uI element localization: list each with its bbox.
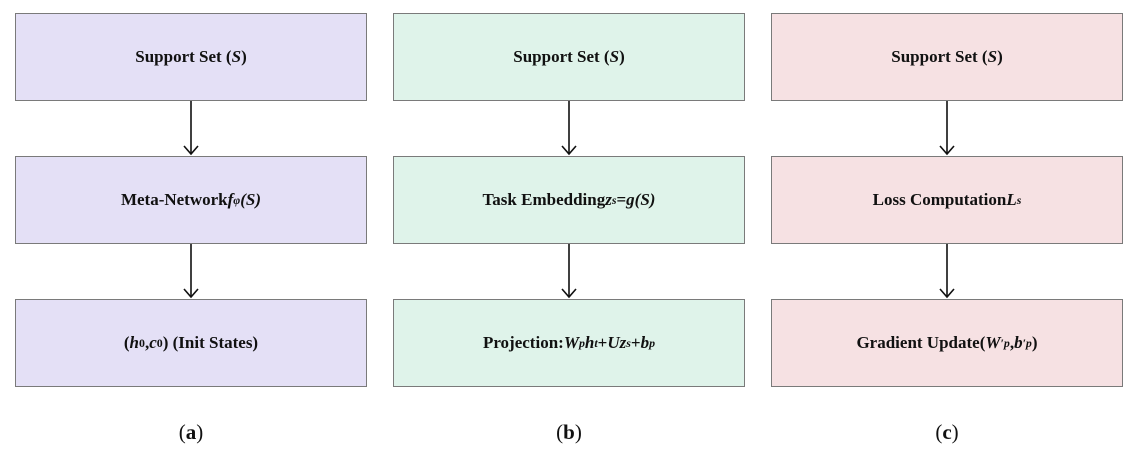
box-c-gradient-update-W: W bbox=[985, 333, 1001, 352]
box-b-support-set-text: Support Set ( bbox=[513, 47, 610, 66]
box-c-gradient-update-W-sub: p bbox=[1003, 335, 1010, 350]
box-c-support-set: Support Set (S) bbox=[771, 13, 1123, 101]
box-c-gradient-update-sep: , bbox=[1009, 333, 1015, 352]
box-b-task-embedding-eq: = bbox=[616, 190, 627, 209]
box-c-support-set-text: Support Set ( bbox=[891, 47, 988, 66]
caption-c: (c) bbox=[935, 420, 959, 444]
box-b-projection-h-sub: t bbox=[594, 335, 598, 350]
box-b-projection-h: h bbox=[584, 333, 595, 352]
box-a-init-sep: , bbox=[144, 333, 150, 352]
arrow-c1 bbox=[939, 101, 955, 156]
box-b-projection-b-sub: p bbox=[649, 335, 656, 350]
box-c-gradient-update: Gradient Update (W′p, b′p) bbox=[771, 299, 1123, 387]
box-b-support-set-symbol: S bbox=[609, 47, 620, 66]
box-c-gradient-update-open: ( bbox=[979, 333, 986, 352]
arrow-c2 bbox=[939, 244, 955, 299]
box-b-projection-W: W bbox=[563, 333, 579, 352]
box-c-gradient-update-b: b bbox=[1014, 333, 1023, 352]
caption-b-letter: b bbox=[563, 420, 575, 444]
box-c-gradient-update-b-sub: p bbox=[1025, 335, 1032, 350]
caption-a: (a) bbox=[178, 420, 204, 444]
arrow-b2 bbox=[561, 244, 577, 299]
box-c-gradient-update-b-prime: ′ bbox=[1022, 335, 1026, 350]
box-b-task-embedding-z: z bbox=[605, 190, 612, 209]
box-a-meta-network-f: f bbox=[227, 190, 234, 209]
box-b-projection-W-sub: p bbox=[578, 335, 585, 350]
box-a-support-set-close: ) bbox=[241, 47, 247, 66]
caption-b: (b) bbox=[556, 420, 582, 444]
box-b-task-embedding-z-sub: s bbox=[611, 192, 617, 207]
box-a-init-post: ) (Init States) bbox=[162, 333, 259, 352]
box-a-meta-network-text: Meta-Network bbox=[120, 190, 228, 209]
box-a-meta-network-arg: (S) bbox=[240, 190, 262, 209]
box-c-support-set-symbol: S bbox=[987, 47, 998, 66]
box-c-gradient-update-close: ) bbox=[1031, 333, 1038, 352]
box-c-gradient-update-W-prime: ′ bbox=[1000, 335, 1004, 350]
box-c-loss-computation-text: Loss Computation bbox=[872, 190, 1007, 209]
box-b-projection-text: Projection: bbox=[482, 333, 564, 352]
box-a-init-h: h bbox=[129, 333, 140, 352]
box-b-projection-U: U bbox=[607, 333, 620, 352]
box-a-support-set: Support Set (S) bbox=[15, 13, 367, 101]
box-b-projection-b: b bbox=[640, 333, 650, 352]
arrow-b1 bbox=[561, 101, 577, 156]
arrow-a2 bbox=[183, 244, 199, 299]
box-b-task-embedding-g: g bbox=[626, 190, 635, 209]
box-b-projection-plus1: + bbox=[597, 333, 608, 352]
caption-a-letter: a bbox=[185, 420, 197, 444]
box-b-support-set-close: ) bbox=[619, 47, 625, 66]
box-c-loss-computation-L-sub: s bbox=[1016, 192, 1022, 207]
box-a-support-set-text: Support Set ( bbox=[135, 47, 232, 66]
box-c-gradient-update-text: Gradient Update bbox=[856, 333, 980, 352]
box-a-init-h-sub: 0 bbox=[139, 335, 145, 350]
arrow-a1 bbox=[183, 101, 199, 156]
box-a-init-c: c bbox=[149, 333, 157, 352]
box-c-loss-computation-L: L bbox=[1006, 190, 1017, 209]
box-b-projection-z: z bbox=[619, 333, 627, 352]
box-c-support-set-close: ) bbox=[997, 47, 1003, 66]
box-a-init-open: ( bbox=[123, 333, 130, 352]
box-a-meta-network-phi: φ bbox=[233, 192, 241, 207]
box-b-task-embedding-arg: (S) bbox=[634, 190, 656, 209]
box-b-task-embedding-text: Task Embedding bbox=[482, 190, 606, 209]
box-b-projection-z-sub: s bbox=[626, 335, 631, 350]
box-a-init-c-sub: 0 bbox=[156, 335, 163, 350]
caption-c-letter: c bbox=[942, 420, 952, 444]
box-a-support-set-symbol: S bbox=[231, 47, 242, 66]
box-b-support-set: Support Set (S) bbox=[393, 13, 745, 101]
box-b-projection-plus2: + bbox=[630, 333, 641, 352]
